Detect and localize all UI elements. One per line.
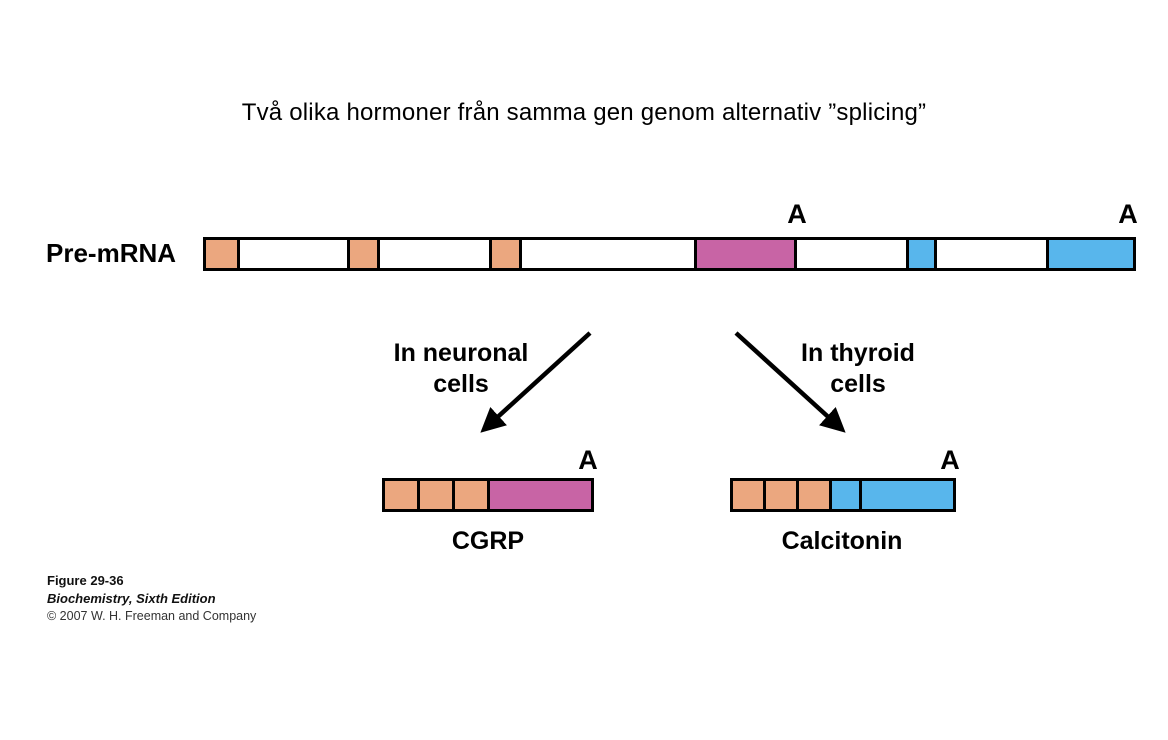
calcitonin-mrna-bar	[730, 478, 956, 512]
polya-site-label-internal: A	[787, 199, 807, 229]
neuronal-splice-arrow-icon	[480, 331, 592, 433]
exon-calcitonin-segment	[832, 481, 862, 509]
slide-title: Två olika hormoner från samma gen genom …	[241, 99, 927, 126]
exon-calcitonin-segment	[1049, 240, 1133, 268]
pre-mrna-label: Pre-mRNA	[46, 238, 177, 268]
cgrp-polya-label: A	[578, 445, 598, 475]
figure-number: Figure 29-36	[47, 573, 124, 588]
intron-segment	[240, 240, 350, 268]
calcitonin-product-name: Calcitonin	[781, 527, 903, 555]
intron-segment	[380, 240, 492, 268]
exon-cgrp-segment	[490, 481, 591, 509]
book-title: Biochemistry, Sixth Edition	[47, 590, 216, 606]
figure-caption: Figure 29-36 Biochemistry, Sixth Edition…	[47, 572, 256, 625]
thyroid-splice-arrow-icon	[734, 331, 846, 433]
exon-common-segment	[350, 240, 380, 268]
neuronal-branch-label: In neuronal cells	[366, 338, 556, 401]
pre-mrna-bar	[203, 237, 1136, 271]
exon-common-segment	[455, 481, 490, 509]
neuronal-branch-label-line2: cells	[433, 370, 489, 399]
cgrp-mrna-bar	[382, 478, 594, 512]
exon-common-segment	[420, 481, 455, 509]
copyright-line: © 2007 W. H. Freeman and Company	[47, 608, 257, 623]
calcitonin-polya-label: A	[940, 445, 960, 475]
thyroid-branch-label-line1: In thyroid	[801, 339, 915, 367]
exon-cgrp-segment	[697, 240, 797, 268]
exon-calcitonin-segment	[909, 240, 937, 268]
exon-common-segment	[733, 481, 766, 509]
intron-segment	[797, 240, 909, 268]
exon-common-segment	[492, 240, 522, 268]
exon-common-segment	[766, 481, 799, 509]
cgrp-product-name: CGRP	[451, 527, 525, 555]
thyroid-branch-label-line2: cells	[830, 370, 886, 399]
intron-segment	[937, 240, 1049, 268]
exon-common-segment	[206, 240, 240, 268]
exon-calcitonin-segment	[862, 481, 953, 509]
exon-common-segment	[799, 481, 832, 509]
neuronal-branch-label-line1: In neuronal	[393, 339, 529, 367]
intron-segment	[522, 240, 697, 268]
exon-common-segment	[385, 481, 420, 509]
thyroid-branch-label: In thyroid cells	[763, 338, 953, 401]
polya-site-label-end: A	[1118, 199, 1138, 229]
